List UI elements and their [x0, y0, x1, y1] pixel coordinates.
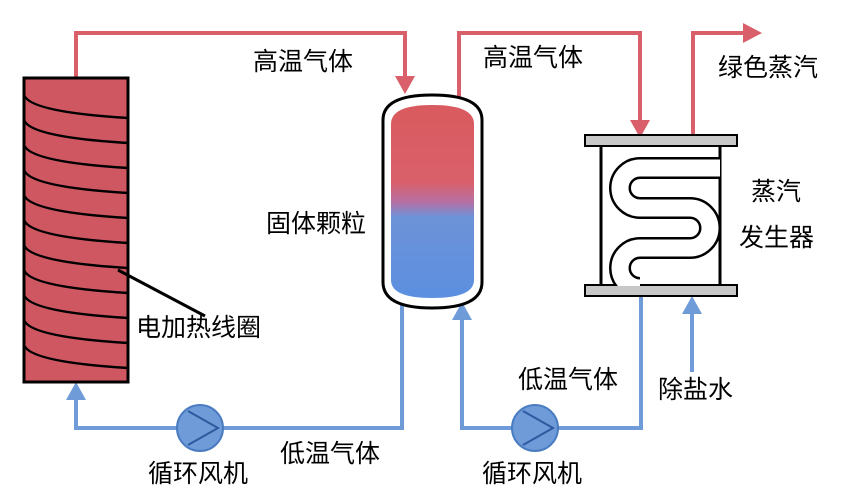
hot-pipe-heater-to-tank	[74, 31, 407, 78]
hot-gas-pipes	[74, 31, 745, 135]
cold-pipe-generator-to-tank	[460, 296, 643, 430]
steam-generator	[584, 134, 738, 297]
serpentine-coil	[609, 157, 720, 286]
cold-arrowheads	[66, 296, 702, 400]
particle-storage-tank	[381, 93, 484, 310]
steam-outlet-pipe	[691, 31, 745, 135]
heating-coil-label: 电加热线圈	[136, 313, 261, 342]
arrow-down-into-tank	[395, 76, 415, 94]
green-steam-label: 绿色蒸汽	[718, 53, 818, 82]
arrow-up-into-generator	[682, 296, 702, 314]
hot-arrowheads	[395, 23, 762, 138]
arrow-up-into-tank	[452, 302, 472, 320]
hot-gas-label-right: 高温气体	[483, 43, 583, 72]
generator-bottom-plate	[584, 284, 738, 297]
hot-gas-label-left: 高温气体	[253, 47, 353, 76]
arrow-up-into-heater	[66, 382, 86, 400]
steam-generator-label-line1: 蒸汽	[751, 177, 801, 206]
heater-outline	[22, 76, 130, 384]
heating-coil-turns	[24, 94, 128, 370]
cold-gas-label-right: 低温气体	[518, 365, 618, 394]
circulation-fan-label-left: 循环风机	[148, 459, 248, 488]
cold-pipe-tank-to-heater	[74, 300, 404, 430]
demineralized-water-label: 除盐水	[658, 375, 733, 404]
solid-particles-label: 固体颗粒	[266, 209, 366, 238]
arrow-down-into-generator	[630, 120, 650, 138]
arrow-right-steam-out	[743, 23, 762, 43]
electric-heater	[22, 76, 130, 384]
circulation-fan-label-right: 循环风机	[482, 459, 582, 488]
circulation-fan-icon	[176, 404, 224, 452]
heating-coil-leader	[117, 268, 206, 318]
cold-gas-label-center: 低温气体	[280, 439, 380, 468]
generator-top-plate	[584, 134, 738, 147]
circulation-fan-icon	[511, 404, 559, 452]
steam-generator-label-line2: 发生器	[739, 223, 814, 252]
tank-contents-gradient	[391, 105, 474, 298]
hot-pipe-tank-to-generator	[457, 31, 642, 122]
